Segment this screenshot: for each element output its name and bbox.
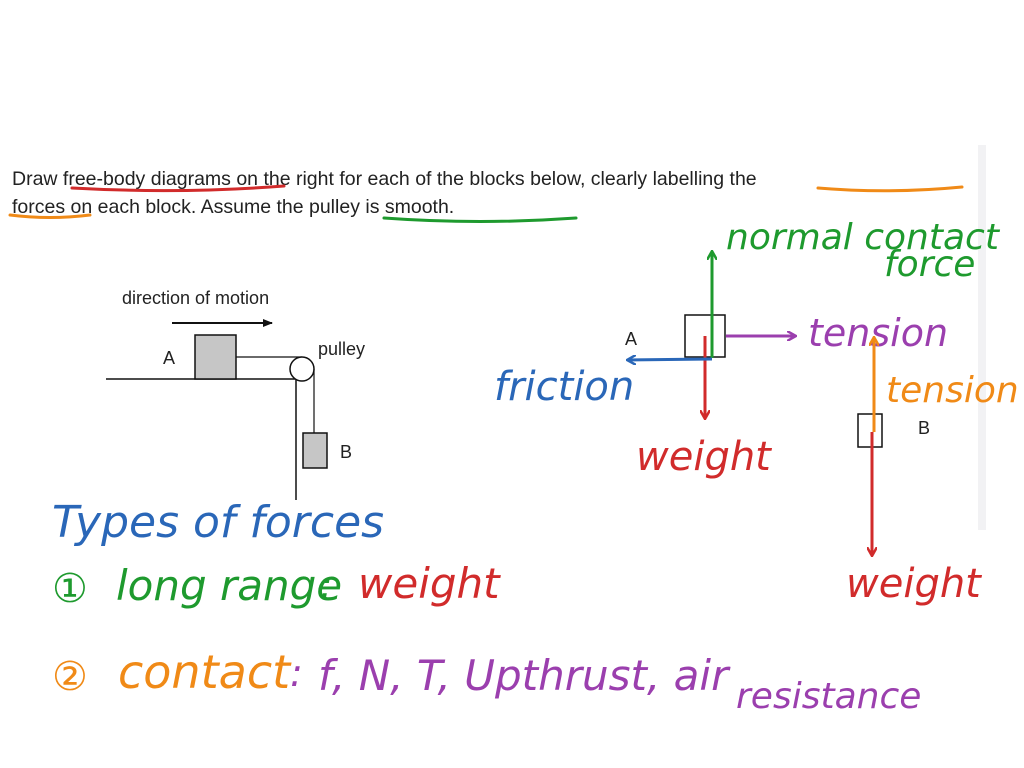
tension-a-label: tension bbox=[808, 311, 948, 355]
instruction-line-1: Draw free-body diagrams on the right for… bbox=[12, 168, 757, 190]
underline-pulley-smooth bbox=[382, 216, 578, 223]
block-a-label: A bbox=[163, 348, 175, 368]
item-2-colon: : bbox=[290, 651, 303, 695]
types-of-forces-notes: Types of forces ① long range : weight ② … bbox=[52, 497, 921, 717]
underline-labelling bbox=[816, 185, 964, 193]
item-1-marker: ① bbox=[52, 566, 88, 612]
fbd-block-a: A normal contact force tension friction … bbox=[494, 217, 1001, 480]
friction-arrow bbox=[628, 359, 713, 360]
underline-forces bbox=[8, 213, 92, 219]
fbd-block-a-label: A bbox=[625, 329, 637, 349]
item-2-label: contact bbox=[118, 645, 292, 699]
tension-b-label: tension bbox=[886, 370, 1019, 411]
underline-free-body bbox=[70, 184, 286, 193]
instruction-line-2: forces on each block. Assume the pulley … bbox=[12, 196, 454, 218]
weight-a-label: weight bbox=[636, 434, 772, 480]
block-b bbox=[302, 432, 328, 469]
notes-heading: Types of forces bbox=[52, 497, 384, 548]
block-b-label: B bbox=[340, 442, 352, 462]
normal-force-label: force bbox=[884, 244, 975, 285]
item-1-value: weight bbox=[358, 559, 501, 608]
page-edge-strip bbox=[978, 145, 986, 530]
fbd-block-b-label: B bbox=[918, 418, 930, 438]
fbd-block-b-box bbox=[857, 413, 883, 448]
pulley-wheel bbox=[289, 356, 315, 382]
pulley-label: pulley bbox=[318, 339, 365, 359]
item-2-value: f, N, T, Upthrust, air bbox=[318, 651, 731, 700]
item-1-label: long range bbox=[116, 561, 342, 610]
normal-contact-label: normal contact bbox=[726, 217, 1001, 258]
fbd-block-b: B tension weight bbox=[846, 338, 1019, 607]
block-a bbox=[194, 334, 237, 380]
weight-b-label: weight bbox=[846, 561, 982, 607]
item-1-colon: : bbox=[320, 563, 333, 607]
direction-of-motion-label: direction of motion bbox=[122, 288, 269, 308]
item-2-marker: ② bbox=[52, 654, 88, 700]
pulley-figure: direction of motion A pulley B bbox=[106, 288, 365, 500]
friction-label: friction bbox=[494, 364, 634, 410]
item-2-value-line2: resistance bbox=[736, 676, 921, 717]
